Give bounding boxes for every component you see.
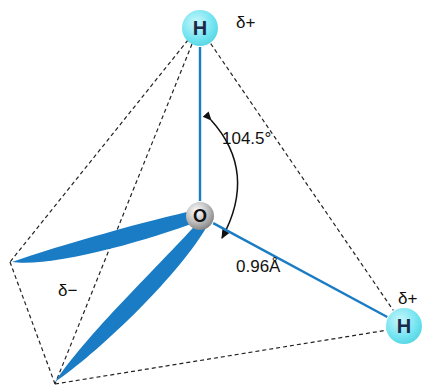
atom-symbol: O [193,207,207,225]
atom-symbol: H [193,18,207,38]
atom-symbol: H [397,316,411,336]
tetrahedron-edge [211,44,394,311]
hydrogen-atom: H [386,308,422,344]
covalent-bond [199,47,201,201]
covalent-bond [213,223,387,317]
tetrahedron-edges [10,40,388,384]
partial-charge: δ+ [236,14,255,31]
lone-pair-lobes [12,210,206,382]
oxygen-atom: O [186,202,214,230]
partial-charge: δ+ [398,290,417,307]
angle-label: 104.5° [222,130,271,147]
hydrogen-atom: H [182,10,218,46]
partial-charge: δ− [58,282,77,299]
length-label: 0.96Å [236,258,280,275]
